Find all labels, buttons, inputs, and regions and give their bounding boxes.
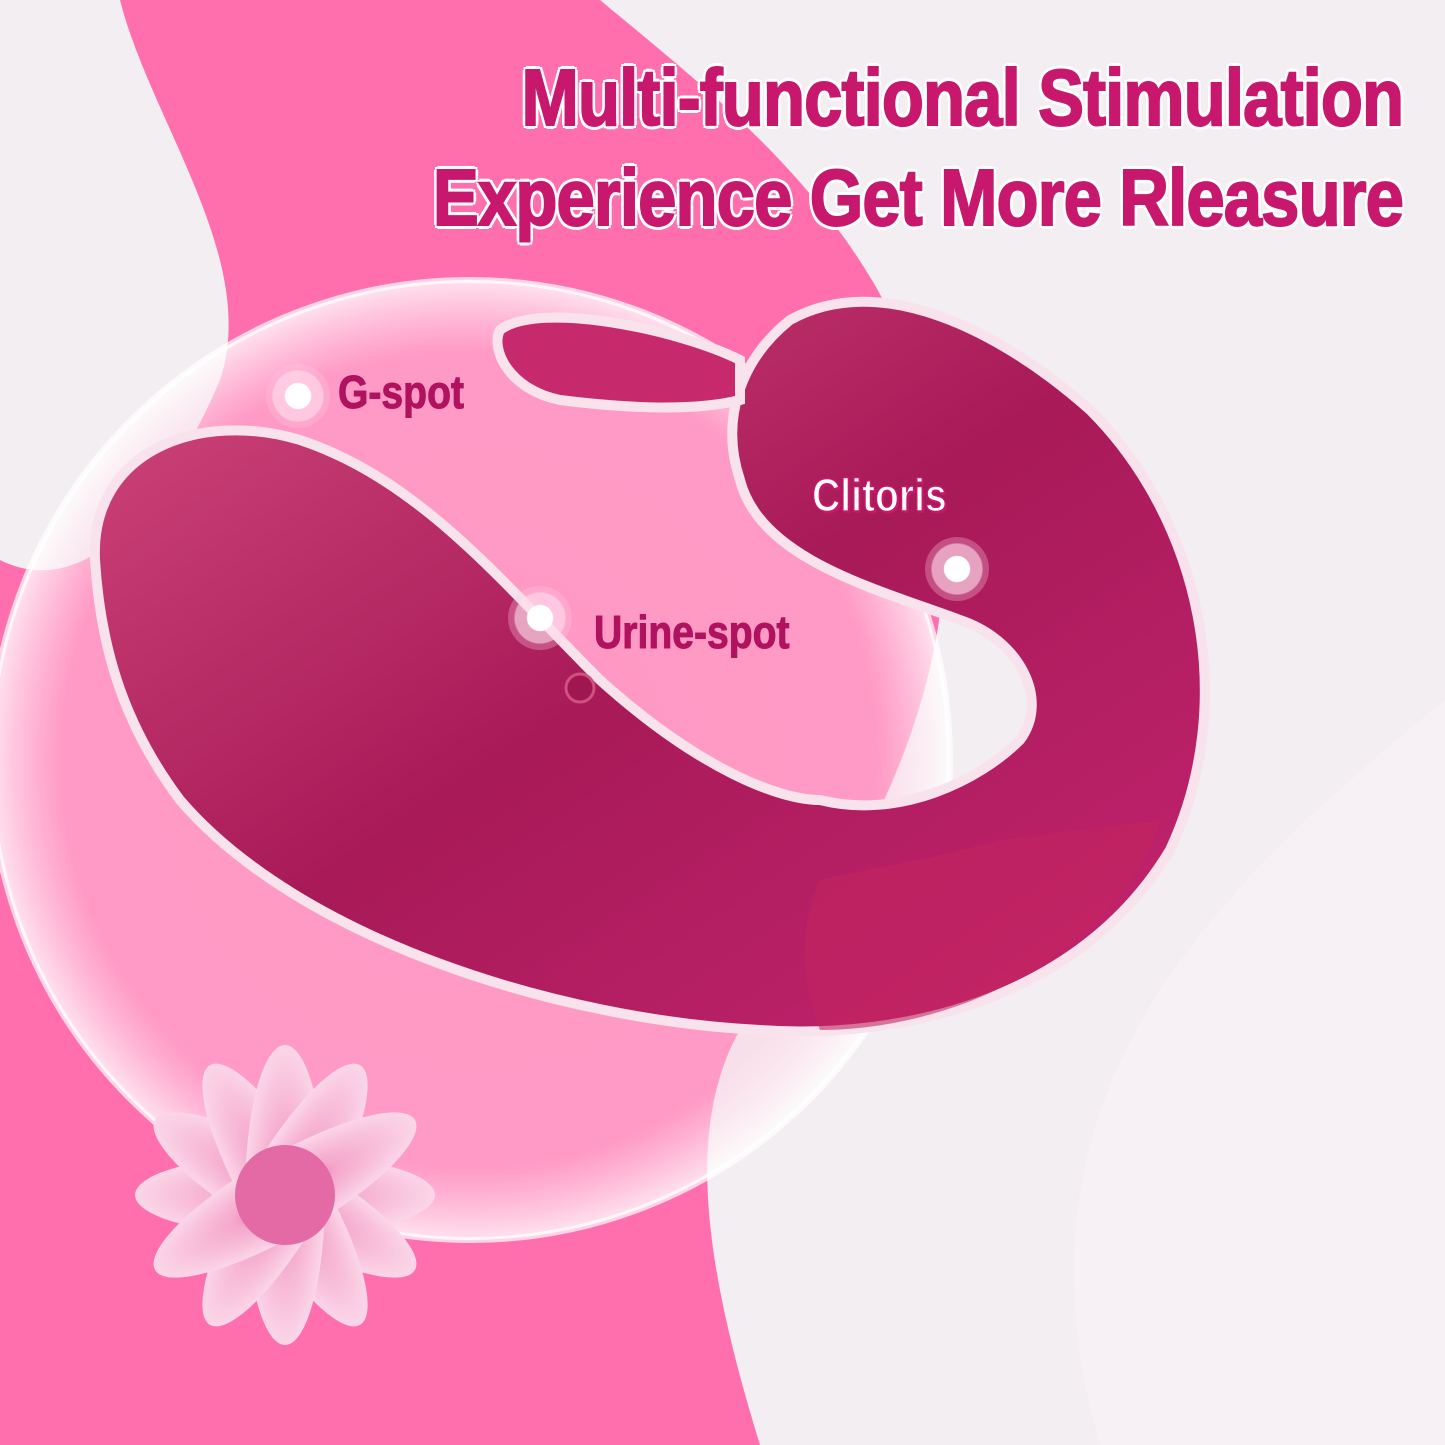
headline-line-1: Multi-functional Stimulation	[520, 52, 1404, 143]
g-spot-label: G-spot	[338, 366, 465, 419]
urine-spot-marker-icon	[508, 586, 572, 650]
chrysanthemum-flower	[135, 1045, 435, 1345]
clitoris-marker-icon	[925, 537, 989, 601]
g-spot-marker-icon	[266, 364, 330, 428]
background-swirl	[1073, 700, 1445, 1445]
product-tail-segment	[805, 820, 1160, 1030]
product-body	[89, 296, 1210, 1037]
power-button	[564, 672, 596, 704]
headline-line-2: Experience Get More Rleasure	[432, 152, 1405, 243]
clitoris-label: Clitoris	[811, 468, 947, 522]
urine-spot-label: Urine-spot	[594, 606, 790, 659]
